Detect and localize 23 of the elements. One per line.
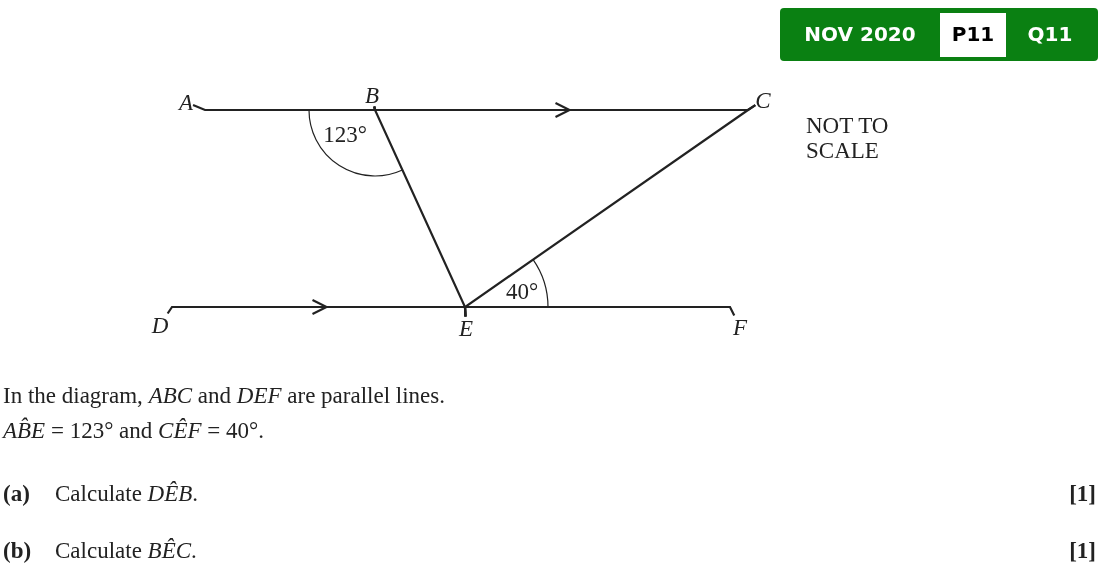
date-tag: NOV 2020 bbox=[804, 24, 916, 44]
point-label: E bbox=[458, 316, 474, 340]
point-label: A bbox=[178, 90, 194, 114]
question-tag: Q11 bbox=[1027, 24, 1073, 44]
part-label: (a) bbox=[3, 481, 30, 507]
mark-allocation: [1] bbox=[1069, 481, 1096, 507]
point-label: C bbox=[755, 88, 771, 112]
parallel-arrow-line bbox=[166, 298, 467, 318]
point-label: B bbox=[364, 83, 380, 107]
paper-tag: P11 bbox=[951, 24, 995, 44]
angle-label: 40° bbox=[505, 279, 539, 305]
scale-note: NOT TO SCALE bbox=[806, 113, 890, 164]
mark-allocation: [1] bbox=[1069, 538, 1096, 564]
question-text: AB̂E = 123° and CÊF = 40°. bbox=[3, 418, 264, 444]
line-segment bbox=[463, 305, 736, 317]
point-label: D bbox=[151, 313, 169, 337]
question-text: Calculate DÊB. bbox=[55, 481, 199, 507]
question-text: Calculate BÊC. bbox=[55, 538, 197, 564]
point-label: F bbox=[732, 315, 748, 339]
part-label: (b) bbox=[3, 538, 32, 564]
question-text: In the diagram, ABC and DEF are parallel lines. bbox=[3, 383, 445, 409]
angle-label: 123° bbox=[323, 122, 367, 148]
line-segment bbox=[192, 103, 377, 112]
